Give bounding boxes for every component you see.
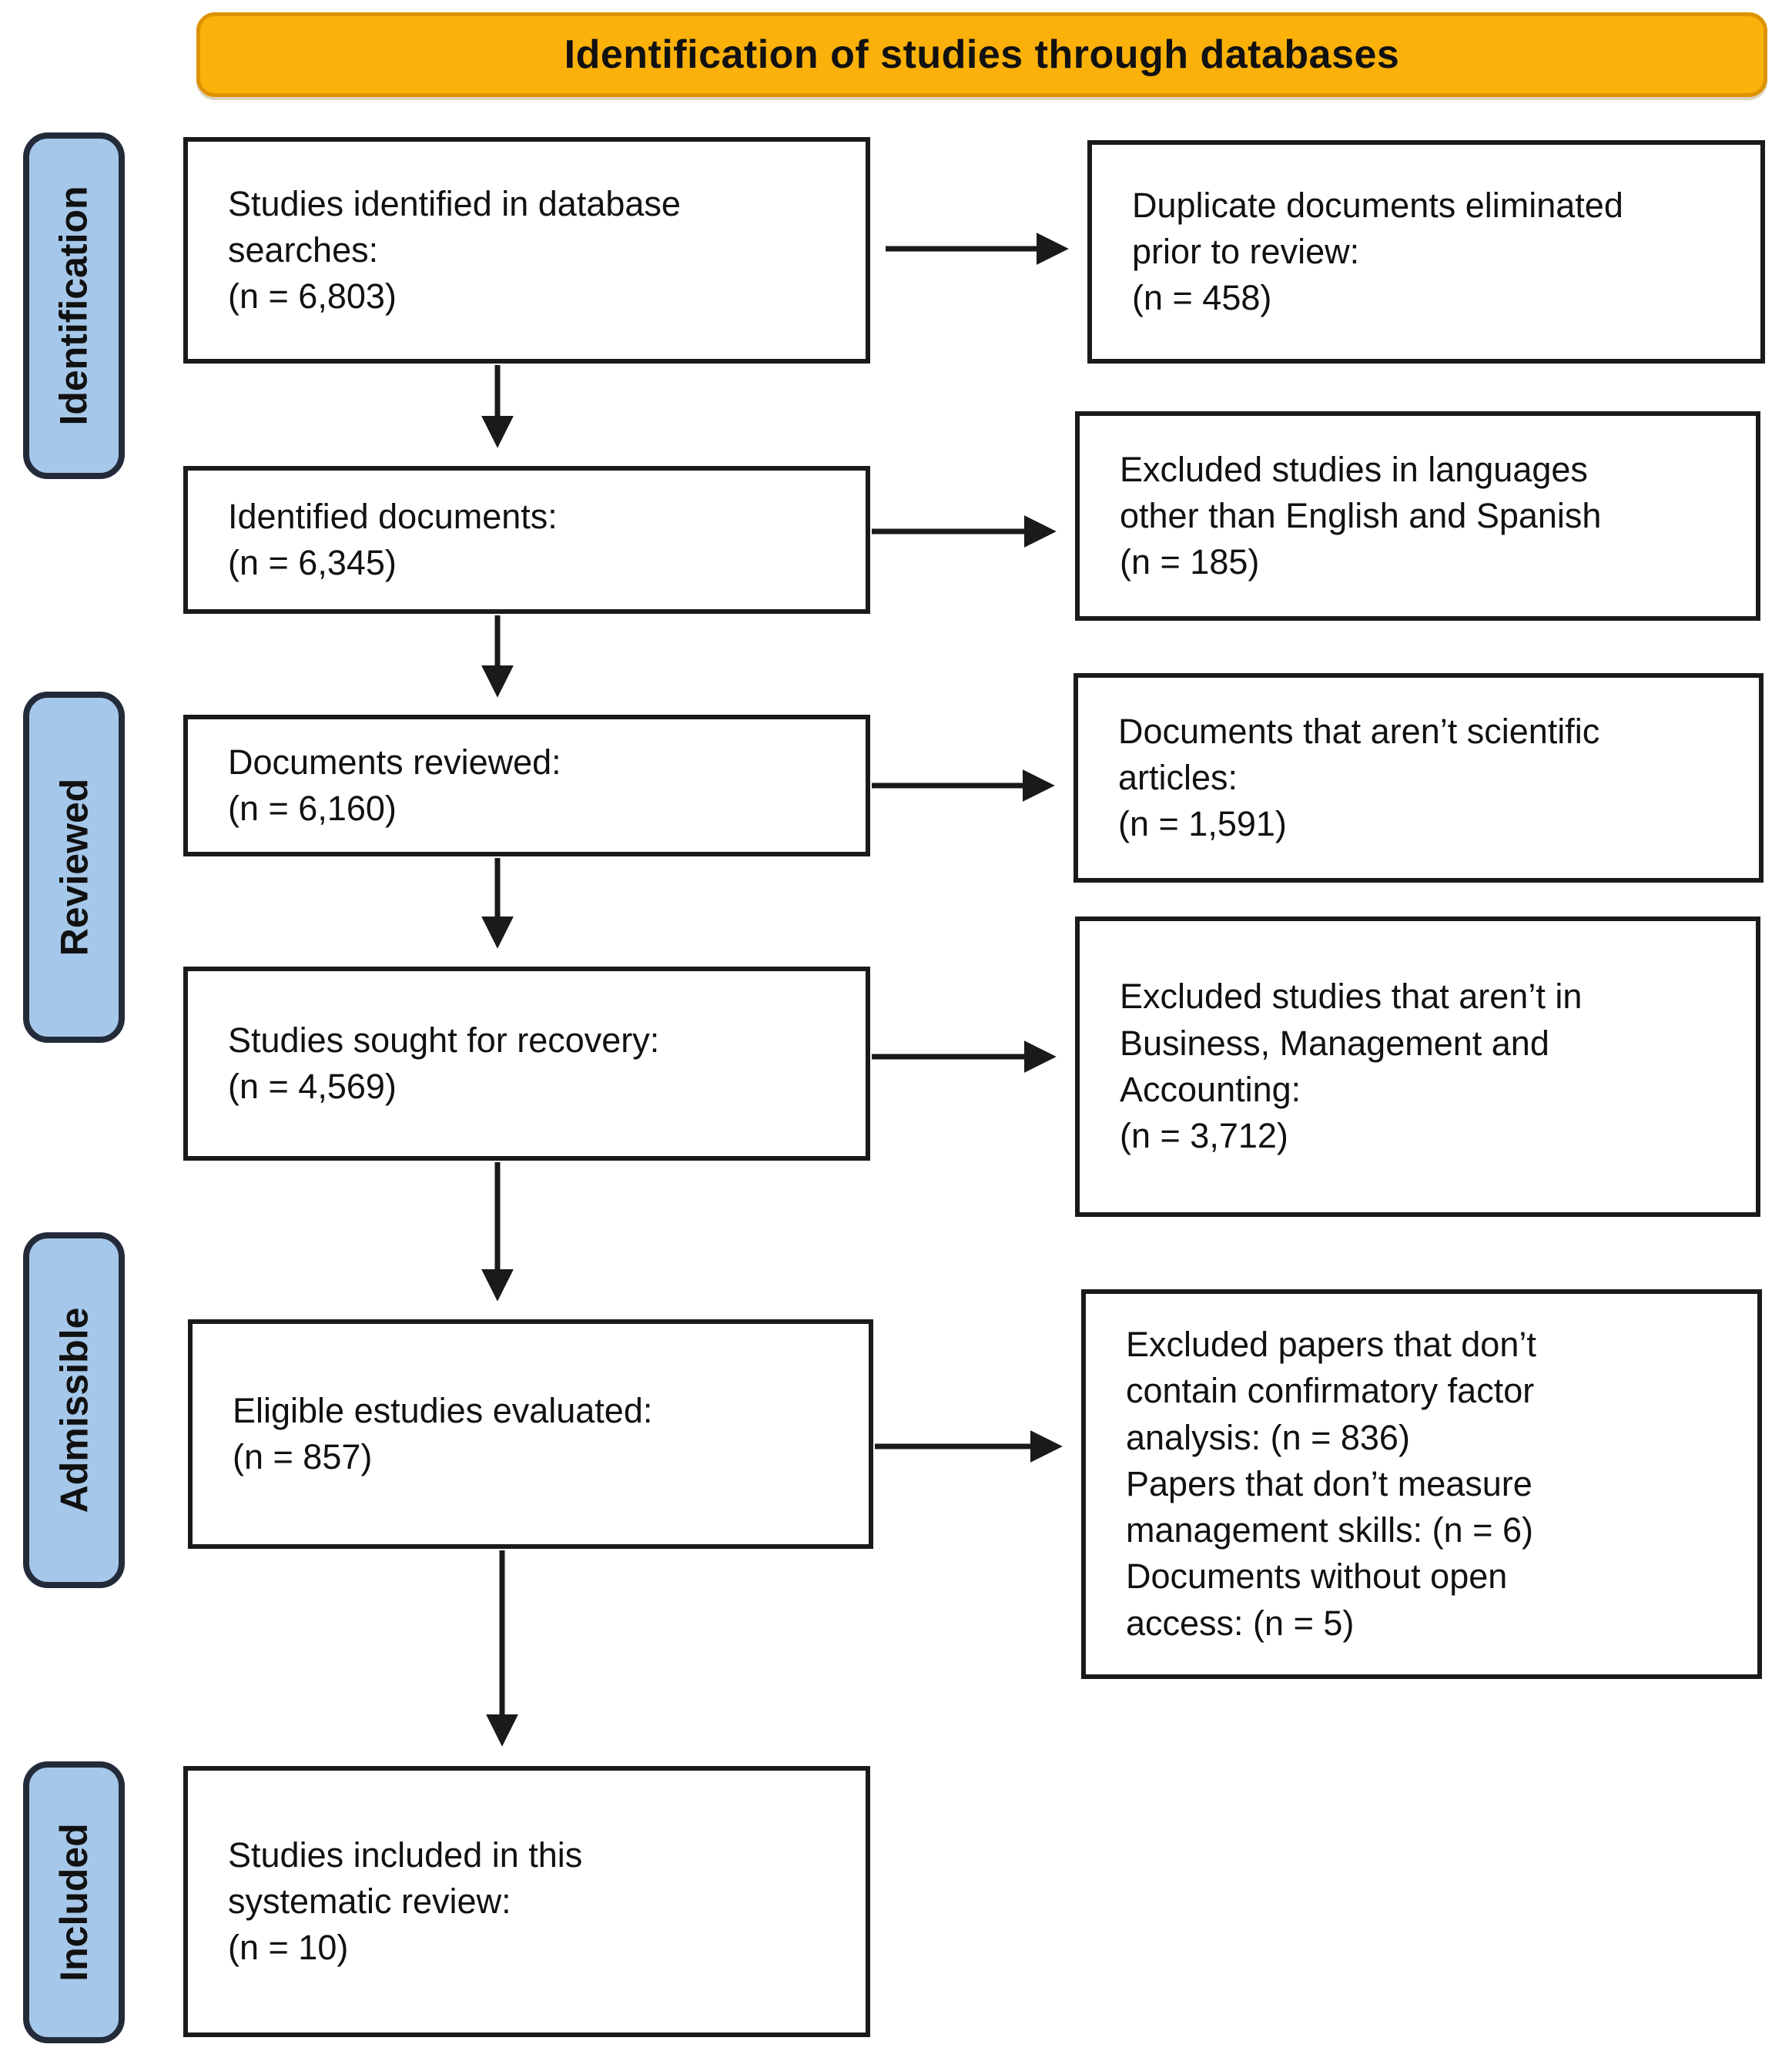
exclusion-box-languages: Excluded studies in languages other than…: [1075, 411, 1760, 621]
flow-box-identified-documents: Identified documents: (n = 6,345): [183, 466, 870, 614]
exclusion-box-text: Excluded studies in languages other than…: [1120, 449, 1602, 582]
exclusion-box-text: Documents that aren’t scientific article…: [1118, 711, 1600, 844]
stage-label-text: Identification: [52, 186, 96, 426]
exclusion-box-no-cfa-skills-openaccess: Excluded papers that don’t contain confi…: [1081, 1289, 1762, 1679]
flow-box-text: Studies sought for recovery: (n = 4,569): [228, 1020, 660, 1106]
stage-label-text: Admissible: [52, 1307, 95, 1513]
flow-box-text: Studies included in this systematic revi…: [228, 1835, 583, 1968]
exclusion-box-not-scientific-articles: Documents that aren’t scientific article…: [1074, 673, 1764, 883]
flow-box-studies-identified: Studies identified in database searches:…: [183, 137, 870, 364]
exclusion-box-duplicates: Duplicate documents eliminated prior to …: [1087, 140, 1765, 364]
flow-box-eligible-studies-evaluated: Eligible estudies evaluated: (n = 857): [188, 1319, 873, 1549]
stage-label-admissible: Admissible: [23, 1232, 125, 1588]
flow-box-studies-sought-recovery: Studies sought for recovery: (n = 4,569): [183, 967, 870, 1161]
stage-label-reviewed: Reviewed: [23, 692, 125, 1043]
exclusion-box-not-business-management: Excluded studies that aren’t in Business…: [1075, 917, 1760, 1217]
flow-box-documents-reviewed: Documents reviewed: (n = 6,160): [183, 715, 870, 856]
exclusion-box-text: Excluded papers that don’t contain confi…: [1126, 1324, 1536, 1643]
flow-box-text: Documents reviewed: (n = 6,160): [228, 742, 561, 828]
flow-box-text: Studies identified in database searches:…: [228, 183, 681, 317]
exclusion-box-text: Duplicate documents eliminated prior to …: [1132, 185, 1623, 318]
flow-box-text: Eligible estudies evaluated: (n = 857): [233, 1390, 653, 1476]
stage-label-text: Included: [52, 1823, 96, 1982]
flow-box-text: Identified documents: (n = 6,345): [228, 496, 558, 582]
banner-label: Identification of studies through databa…: [564, 32, 1400, 77]
stage-label-text: Reviewed: [52, 778, 96, 957]
stage-label-included: Included: [23, 1761, 125, 2043]
flow-box-studies-included: Studies included in this systematic revi…: [183, 1766, 870, 2037]
stage-label-identification: Identification: [23, 132, 125, 479]
exclusion-box-text: Excluded studies that aren’t in Business…: [1120, 977, 1583, 1156]
banner-identification-of-studies: Identification of studies through databa…: [196, 12, 1767, 97]
